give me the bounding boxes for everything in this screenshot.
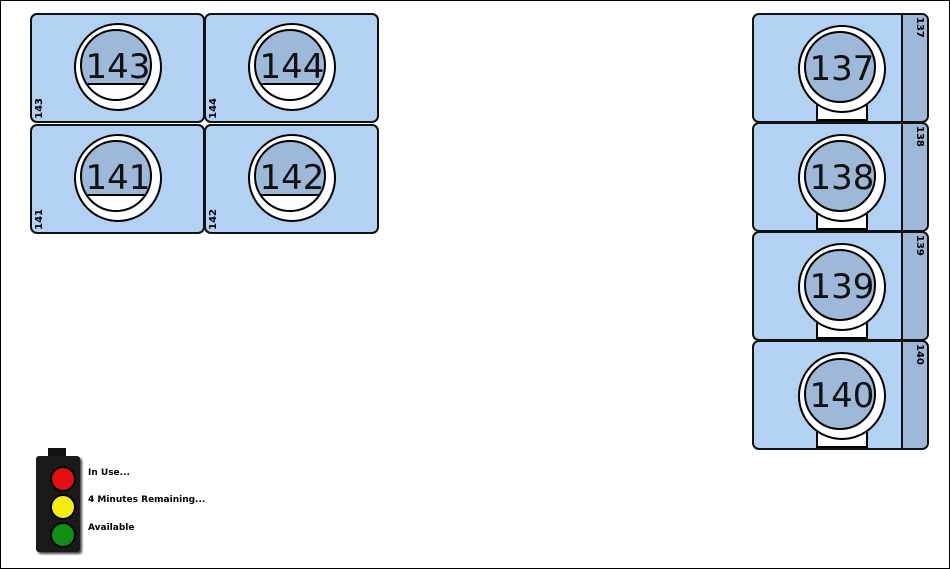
legend-available: Available bbox=[88, 523, 135, 533]
station-strip: 138 bbox=[901, 124, 927, 230]
station-138[interactable]: 138 138 bbox=[752, 122, 929, 232]
station-strip-label: 137 bbox=[914, 17, 925, 38]
traffic-light-icon bbox=[36, 456, 80, 552]
seat-number: 137 bbox=[809, 49, 875, 89]
station-139[interactable]: 139 139 bbox=[752, 231, 929, 341]
station-strip-label: 139 bbox=[914, 235, 925, 256]
station-144[interactable]: 144 144 bbox=[204, 13, 379, 123]
station-strip: 137 bbox=[901, 15, 927, 121]
station-strip: 140 bbox=[901, 342, 927, 448]
green-light-icon bbox=[50, 522, 76, 548]
seat-number: 141 bbox=[85, 158, 151, 198]
seat-number: 138 bbox=[809, 158, 875, 198]
station-140[interactable]: 140 140 bbox=[752, 340, 929, 450]
station-side-label: 141 bbox=[34, 209, 45, 230]
seat-number: 139 bbox=[809, 267, 875, 307]
station-side-label: 142 bbox=[208, 209, 219, 230]
seat-number: 140 bbox=[809, 376, 875, 416]
station-strip: 139 bbox=[901, 233, 927, 339]
seat-number: 143 bbox=[85, 47, 151, 87]
station-strip-label: 140 bbox=[914, 344, 925, 365]
seat-number: 142 bbox=[259, 158, 325, 198]
legend-minutes-remaining: 4 Minutes Remaining... bbox=[88, 495, 206, 505]
station-141[interactable]: 141 141 bbox=[30, 124, 205, 234]
seat-number: 144 bbox=[259, 47, 325, 87]
station-strip-label: 138 bbox=[914, 126, 925, 147]
yellow-light-icon bbox=[50, 494, 76, 520]
station-side-label: 143 bbox=[34, 98, 45, 119]
station-side-label: 144 bbox=[208, 98, 219, 119]
station-137[interactable]: 137 137 bbox=[752, 13, 929, 123]
legend-in-use: In Use... bbox=[88, 468, 130, 478]
status-legend: In Use... 4 Minutes Remaining... Availab… bbox=[30, 448, 230, 558]
red-light-icon bbox=[50, 466, 76, 492]
station-143[interactable]: 143 143 bbox=[30, 13, 205, 123]
station-142[interactable]: 142 142 bbox=[204, 124, 379, 234]
